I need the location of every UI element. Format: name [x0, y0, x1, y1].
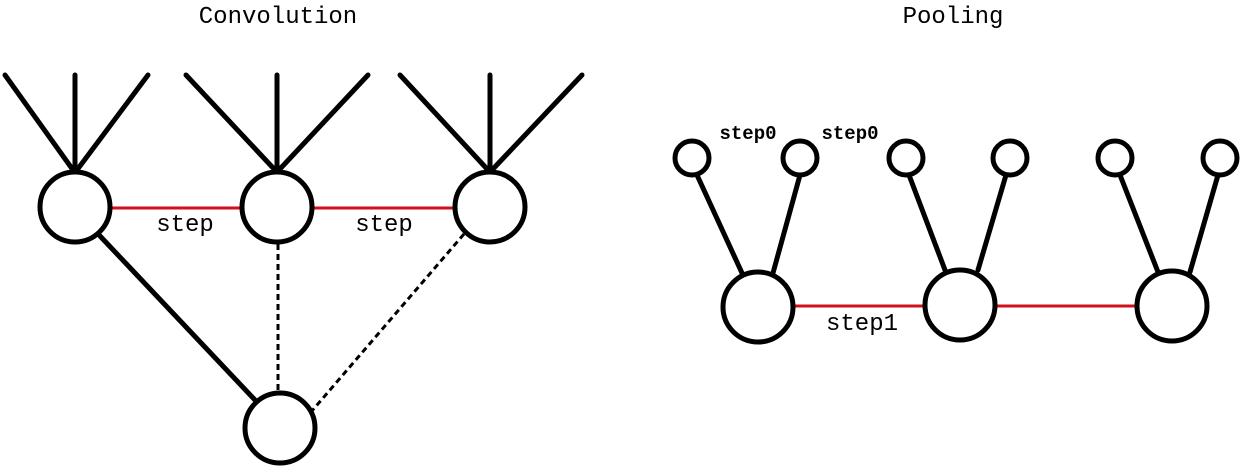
pool-step1-label: step1 [826, 311, 898, 338]
conv-fan-edge [74, 72, 151, 173]
pool-edge [1187, 172, 1221, 275]
pool-input-node-1 [672, 138, 712, 178]
conv-output-edge-solid [97, 233, 258, 403]
pool-edge [975, 172, 1009, 273]
conv-fan-edge [276, 72, 371, 173]
conv-output-node [242, 390, 318, 466]
conv-fan-edge [397, 72, 491, 173]
conv-fan-3 [397, 72, 585, 173]
conv-fan-1 [2, 72, 151, 173]
pool-input-node-4 [990, 138, 1030, 178]
convolution-panel: Convolution step [2, 4, 585, 466]
conv-step-label-2: step [355, 212, 413, 239]
pool-step0-label-2: step0 [821, 123, 878, 145]
conv-input-node-3 [452, 169, 528, 245]
pool-edge [770, 172, 803, 276]
pool-edge [906, 172, 948, 273]
conv-output-edge-dashed-2 [309, 233, 466, 413]
pool-edge [1117, 172, 1161, 275]
pool-output-node-2 [922, 267, 998, 343]
conv-fan-edge [489, 72, 585, 173]
conv-fan-2 [183, 72, 371, 173]
pool-step0-label-1: step0 [719, 123, 776, 145]
conv-input-node-2 [239, 169, 315, 245]
pool-output-node-3 [1134, 268, 1210, 344]
pool-output-node-1 [720, 269, 796, 345]
pool-input-node-6 [1200, 138, 1240, 178]
pooling-panel: Pooling step0 step0 step1 [672, 4, 1240, 345]
pooling-title: Pooling [903, 4, 1004, 31]
pool-input-node-2 [780, 138, 820, 178]
conv-step-label-1: step [156, 212, 214, 239]
conv-fan-edge [183, 72, 278, 173]
convolution-title: Convolution [199, 4, 357, 31]
pool-input-node-3 [886, 138, 926, 178]
conv-input-node-1 [37, 169, 113, 245]
pool-edge [694, 172, 745, 276]
pool-input-node-5 [1095, 138, 1135, 178]
conv-fan-edge [2, 72, 76, 173]
